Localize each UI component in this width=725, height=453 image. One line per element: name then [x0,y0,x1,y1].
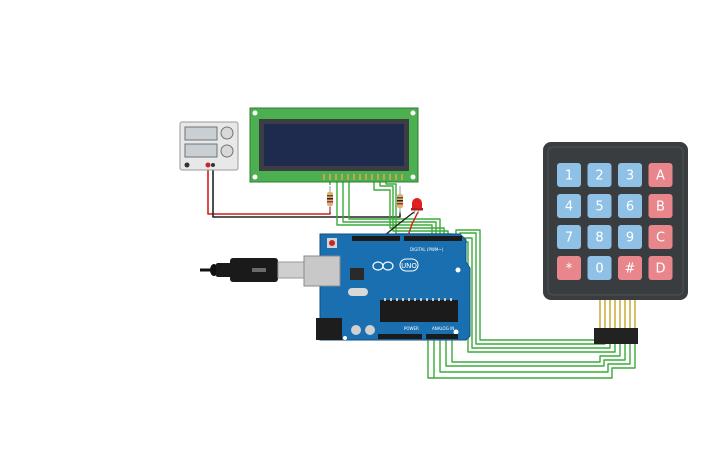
resistor-led[interactable] [397,186,403,214]
keypad-key-3[interactable]: 3 [618,163,642,187]
keypad-key-4[interactable]: 4 [557,194,581,218]
usb-port [303,255,341,287]
wire-led-black[interactable] [383,211,415,237]
keypad-key-label: 3 [626,169,634,184]
wire-lcd-d5[interactable] [379,180,449,236]
wire-keypad-6[interactable] [445,335,626,367]
power-jack [316,318,342,340]
keypad-keys: 1 2 3 A 4 5 6 B 7 8 9 C * 0 # D [557,163,673,280]
wire-keypad-7[interactable] [439,335,631,373]
keypad-key-label: 6 [626,200,634,215]
supply-terminal-black[interactable] [184,162,190,168]
resistor-lcd[interactable] [327,186,333,212]
keypad-key-d[interactable]: D [648,256,673,280]
keypad-key-label: B [656,200,665,215]
power-header [378,334,422,339]
led-red[interactable] [411,198,423,215]
keypad-key-label: 8 [595,231,603,246]
keypad-key-c[interactable]: C [648,225,673,249]
wire-led-red[interactable] [407,211,419,237]
supply-knob-voltage[interactable] [220,126,234,140]
supply-knob-current[interactable] [220,144,234,158]
power-supply[interactable] [179,121,239,171]
lcd-screen [264,124,404,166]
keypad-key-label: A [656,169,665,184]
wire-keypad-5[interactable] [451,335,621,363]
keypad-key-hash[interactable]: # [618,256,642,280]
keypad-key-label: 2 [595,169,603,184]
analog-header [426,334,458,339]
digital-header [352,236,462,241]
arduino-uno[interactable]: DIGITAL (PWM~) UNO POWER ANALOG [303,233,471,341]
uno-logo-text: UNO [401,262,417,270]
analog-label: ANALOG IN [432,326,454,331]
keypad-key-1[interactable]: 1 [557,163,581,187]
keypad-key-star[interactable]: * [557,256,581,280]
keypad-key-label: 9 [626,231,634,246]
keypad-key-label: 7 [565,231,573,246]
wire-lcd-d4[interactable] [373,180,445,236]
power-label: POWER [404,326,419,331]
keypad-key-label: * [566,262,573,277]
keypad-key-0[interactable]: 0 [587,256,612,280]
wire-keypad-8[interactable] [433,335,636,379]
keypad-key-2[interactable]: 2 [587,163,612,187]
keypad-key-9[interactable]: 9 [618,225,642,249]
keypad-key-label: C [656,231,665,246]
keypad-key-7[interactable]: 7 [557,225,581,249]
keypad-key-label: 1 [565,169,573,184]
lcd-module[interactable] [249,107,419,183]
supply-display-current [184,143,218,158]
keypad-connector [594,300,638,344]
arduino-logo [372,261,394,271]
keypad-key-b[interactable]: B [648,194,673,218]
supply-terminal-red[interactable] [205,162,211,168]
atmega-chip [380,300,458,322]
keypad-key-label: 5 [595,200,603,215]
wire-supply-negative[interactable] [212,168,401,218]
keypad-key-label: D [655,262,665,277]
usb-cable[interactable] [200,258,305,282]
keypad-key-8[interactable]: 8 [587,225,612,249]
lcd-pin-header [323,174,403,180]
keypad-key-6[interactable]: 6 [618,194,642,218]
digital-label: DIGITAL (PWM~) [410,247,444,252]
wire-analog-extra[interactable] [427,340,434,379]
keypad-key-a[interactable]: A [648,163,673,187]
keypad-key-label: 0 [595,262,603,277]
keypad-4x4[interactable]: 1 2 3 A 4 5 6 B 7 8 9 C * 0 # D [543,142,688,344]
keypad-key-5[interactable]: 5 [587,194,612,218]
keypad-key-label: # [625,262,636,277]
keypad-key-label: 4 [565,200,573,215]
supply-display-voltage [184,126,218,141]
